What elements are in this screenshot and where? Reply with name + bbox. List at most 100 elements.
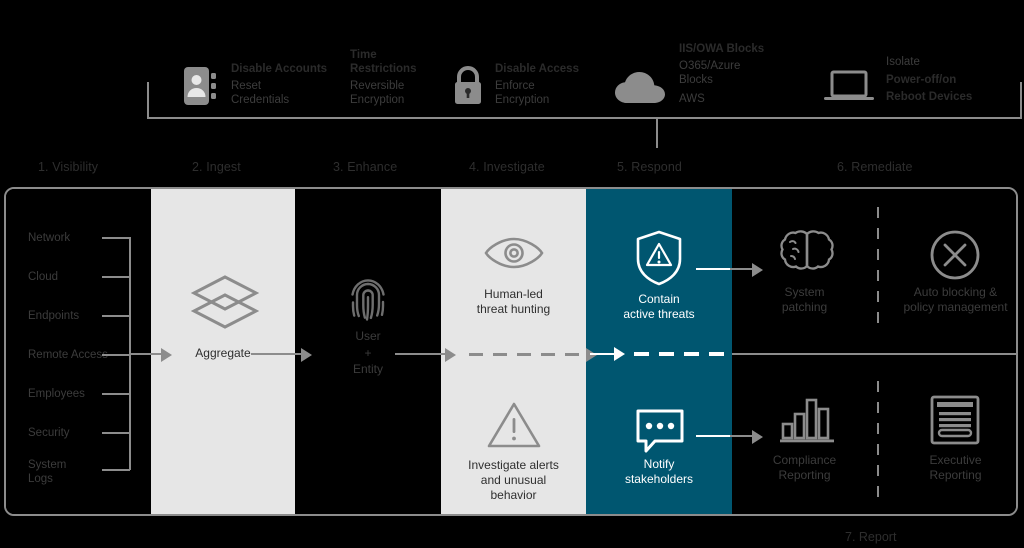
sidebar-item-network[interactable]: Network bbox=[28, 232, 71, 244]
top-band-heading: Restrictions bbox=[350, 63, 417, 75]
stage-label-respond: 5. Respond bbox=[617, 160, 682, 174]
top-band-sub: Encryption bbox=[495, 94, 550, 106]
sidebar-item-system-logs-2[interactable]: Logs bbox=[28, 473, 53, 485]
top-band-group-2-text: Time Restrictions Reversible Encryption bbox=[350, 48, 455, 107]
flow-arrow-enhance-investigate bbox=[445, 348, 456, 362]
warning-triangle-icon bbox=[486, 400, 542, 450]
laptop-icon bbox=[824, 70, 874, 104]
band-bracket-horizontal bbox=[147, 117, 1022, 119]
flow-arrow-investigate-respond bbox=[586, 348, 597, 362]
column-enhance bbox=[295, 189, 441, 514]
stage-label-row: 1. Visibility 2. Ingest 3. Enhance 4. In… bbox=[0, 160, 1024, 182]
respond-bottom-line1: Notify bbox=[643, 457, 675, 471]
branch-line-top bbox=[710, 268, 752, 270]
respond-top-line2: active threats bbox=[623, 307, 695, 321]
top-band-group-4-text: IIS/OWA Blocks O365/Azure Blocks AWS bbox=[679, 42, 779, 106]
enhance-label-entity: Entity bbox=[352, 362, 383, 376]
investigate-bottom-line2: and unusual bbox=[480, 473, 547, 487]
investigate-top-line2: threat hunting bbox=[476, 302, 551, 316]
flow-arrow-respond-in bbox=[614, 347, 625, 361]
sidebar-item-cloud[interactable]: Cloud bbox=[28, 271, 59, 283]
investigate-bottom-line3: behavior bbox=[490, 488, 537, 502]
band-bracket-right-tick bbox=[1020, 82, 1022, 118]
top-band-sub: Isolate bbox=[886, 56, 920, 68]
flow-arrow-visibility-ingest bbox=[161, 348, 172, 362]
sidebar-item-employees[interactable]: Employees bbox=[28, 388, 85, 400]
top-band-heading: Power-off/on bbox=[886, 74, 957, 86]
stage-label-remediate: 6. Remediate bbox=[837, 160, 913, 174]
column-remediate bbox=[732, 189, 1016, 514]
sidebar-tick-remote-access bbox=[102, 354, 130, 356]
flow-line-ingest-enhance bbox=[251, 353, 301, 355]
report-label: 7. Report bbox=[845, 530, 897, 544]
branch-arrow-bottom bbox=[752, 430, 763, 444]
investigate-bottom-line1: Investigate alerts bbox=[468, 458, 559, 472]
sidebar-tick-endpoints bbox=[102, 315, 130, 317]
respond-bottom-line2: stakeholders bbox=[624, 472, 694, 486]
branch-arrow-top bbox=[752, 263, 763, 277]
top-band-heading: Disable Access bbox=[495, 63, 579, 75]
sidebar-item-endpoints[interactable]: Endpoints bbox=[28, 310, 80, 322]
flow-arrow-ingest-enhance bbox=[301, 348, 312, 362]
remediate-executive-line2: Reporting bbox=[929, 468, 982, 482]
sidebar-item-security[interactable]: Security bbox=[28, 427, 70, 439]
flow-line-enhance-investigate bbox=[395, 353, 445, 355]
stage-label-visibility: 1. Visibility bbox=[38, 160, 99, 174]
remediate-compliance-line2: Reporting bbox=[778, 468, 831, 482]
top-band-heading: Time bbox=[350, 49, 377, 61]
sidebar-tick-employees bbox=[102, 393, 130, 395]
respond-top-line1: Contain bbox=[638, 292, 680, 306]
top-band-sub: Blocks bbox=[679, 74, 713, 86]
remediate-system-patching-line1: System bbox=[784, 285, 825, 299]
top-band-sub: Credentials bbox=[231, 94, 290, 106]
flow-dashes-investigate bbox=[469, 353, 584, 356]
fingerprint-icon bbox=[347, 274, 389, 326]
stage-label-ingest: 2. Ingest bbox=[192, 160, 241, 174]
remediate-divider-top bbox=[877, 207, 879, 327]
top-band-sub: Reset bbox=[231, 80, 262, 92]
sidebar-item-remote-access[interactable]: Remote Access bbox=[28, 349, 108, 361]
ingest-label: Aggregate bbox=[195, 346, 251, 360]
contact-card-icon bbox=[183, 66, 219, 106]
top-band-sub: Enforce bbox=[495, 80, 535, 92]
top-band-sub: Reversible bbox=[350, 80, 405, 92]
column-investigate bbox=[441, 189, 586, 514]
flow-line-visibility-ingest bbox=[129, 353, 161, 355]
flow-line-respond-in bbox=[590, 353, 616, 355]
flow-dashes-respond bbox=[634, 352, 724, 356]
brain-icon bbox=[779, 229, 835, 281]
top-band-heading: IIS/OWA Blocks bbox=[679, 43, 765, 55]
investigate-top-line1: Human-led bbox=[484, 287, 543, 301]
sidebar-tick-system-logs bbox=[102, 469, 130, 471]
sidebar-tick-cloud bbox=[102, 276, 130, 278]
top-band-sub: AWS bbox=[679, 93, 705, 105]
remediate-auto-blocking-line2: policy management bbox=[903, 300, 1008, 314]
remediate-auto-blocking-line1: Auto blocking & bbox=[913, 285, 998, 299]
top-band-heading: Disable Accounts bbox=[231, 63, 328, 75]
top-band-heading: Reboot Devices bbox=[886, 91, 973, 103]
chat-bubble-icon bbox=[634, 408, 686, 456]
circle-x-icon bbox=[929, 229, 981, 281]
layers-icon bbox=[191, 274, 259, 330]
remediate-divider-bottom bbox=[877, 381, 879, 501]
band-bracket-left-tick bbox=[147, 82, 149, 118]
column-visibility bbox=[6, 189, 151, 514]
enhance-label-user: User bbox=[355, 329, 381, 343]
remediate-executive-line1: Executive bbox=[929, 453, 982, 467]
top-band-group-3-text: Disable Access Enforce Encryption bbox=[495, 62, 605, 107]
eye-icon bbox=[483, 235, 545, 271]
remediate-center-line bbox=[732, 353, 1016, 355]
respond-bottom-stub bbox=[696, 435, 730, 437]
cloud-icon bbox=[613, 70, 669, 106]
stage-label-enhance: 3. Enhance bbox=[333, 160, 398, 174]
shield-alert-icon bbox=[635, 230, 683, 286]
top-band-group-5-text: Isolate Power-off/on Reboot Devices bbox=[886, 55, 1006, 107]
remediate-system-patching-line2: patching bbox=[781, 300, 828, 314]
padlock-icon bbox=[450, 64, 486, 106]
pipeline-frame: Network Cloud Endpoints Remote Access Em… bbox=[4, 187, 1018, 516]
sidebar-tick-security bbox=[102, 432, 130, 434]
top-band-group-1-text: Disable Accounts Reset Credentials bbox=[231, 62, 341, 107]
sidebar-item-system-logs[interactable]: System bbox=[28, 459, 67, 471]
column-ingest bbox=[151, 189, 295, 514]
